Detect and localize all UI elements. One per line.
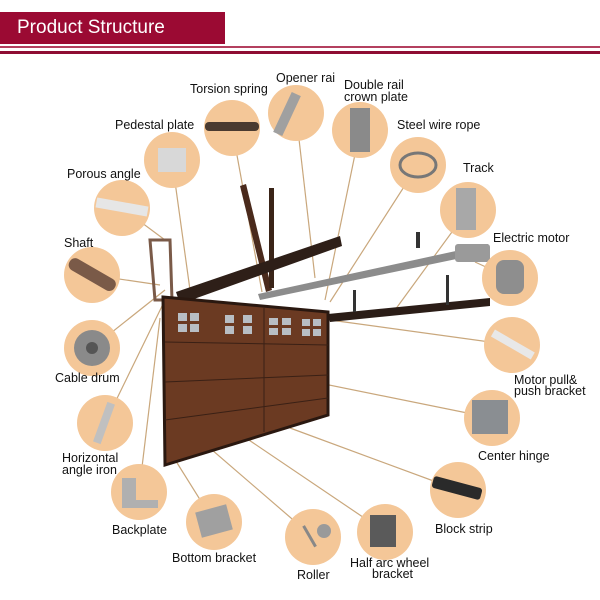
label-horizontal-1: Horizontal <box>62 451 118 465</box>
vertical-post <box>269 188 274 288</box>
label-bottom-bracket: Bottom bracket <box>172 551 257 565</box>
panel-seam <box>164 397 329 421</box>
label-steel-wire-rope: Steel wire rope <box>397 118 480 132</box>
label-shaft: Shaft <box>64 236 94 250</box>
label-backplate: Backplate <box>112 523 167 537</box>
label-horizontal-2: angle iron <box>62 463 117 477</box>
garage-door <box>161 295 330 468</box>
label-motor-pull-1: Motor pull& <box>514 373 578 387</box>
hanger-bracket <box>416 232 420 248</box>
horizontal-track-left <box>176 236 342 304</box>
label-half-arc-2: bracket <box>372 567 414 581</box>
label-opener-rail: Opener rai <box>276 71 335 85</box>
hanger-bracket <box>446 275 449 305</box>
porous-angle-frame <box>148 238 174 302</box>
label-double-rail-1: Double rail <box>344 78 404 92</box>
label-motor-pull-2: push bracket <box>514 384 586 398</box>
electric-motor-unit <box>455 244 490 262</box>
backplate-image <box>111 464 167 520</box>
page-title: Product Structure <box>17 17 165 38</box>
steel-wire-rope-image <box>390 137 446 193</box>
hanger-bracket <box>353 290 356 312</box>
label-block-strip: Block strip <box>435 522 493 536</box>
label-porous-angle: Porous angle <box>67 167 141 181</box>
panel-seam <box>164 374 329 383</box>
roller-image <box>285 509 341 565</box>
label-track: Track <box>463 161 495 175</box>
header-rule-thick <box>0 51 600 54</box>
label-double-rail-2: crown plate <box>344 90 408 104</box>
label-pedestal-plate: Pedestal plate <box>115 118 194 132</box>
opener-rail <box>258 244 490 300</box>
leader-line <box>324 129 361 301</box>
header-banner: Product Structure <box>0 12 225 44</box>
part-glyphs <box>68 91 535 548</box>
label-roller: Roller <box>297 568 330 582</box>
label-torsion-spring: Torsion spring <box>190 82 268 96</box>
label-electric-motor: Electric motor <box>493 231 569 245</box>
label-center-hinge: Center hinge <box>478 449 550 463</box>
label-cable-drum: Cable drum <box>55 371 120 385</box>
leader-line <box>329 319 513 346</box>
panel-seam <box>164 341 329 346</box>
garage-door-assembly <box>148 184 490 468</box>
door-windows <box>178 313 321 336</box>
header-rule-thin <box>0 46 600 48</box>
leader-line <box>138 317 161 493</box>
label-half-arc-1: Half arc wheel <box>350 556 429 570</box>
part-labels: Torsion spring Opener rai Double rail cr… <box>55 71 586 582</box>
horizontal-track-right <box>328 298 490 322</box>
leader-line <box>289 427 459 491</box>
